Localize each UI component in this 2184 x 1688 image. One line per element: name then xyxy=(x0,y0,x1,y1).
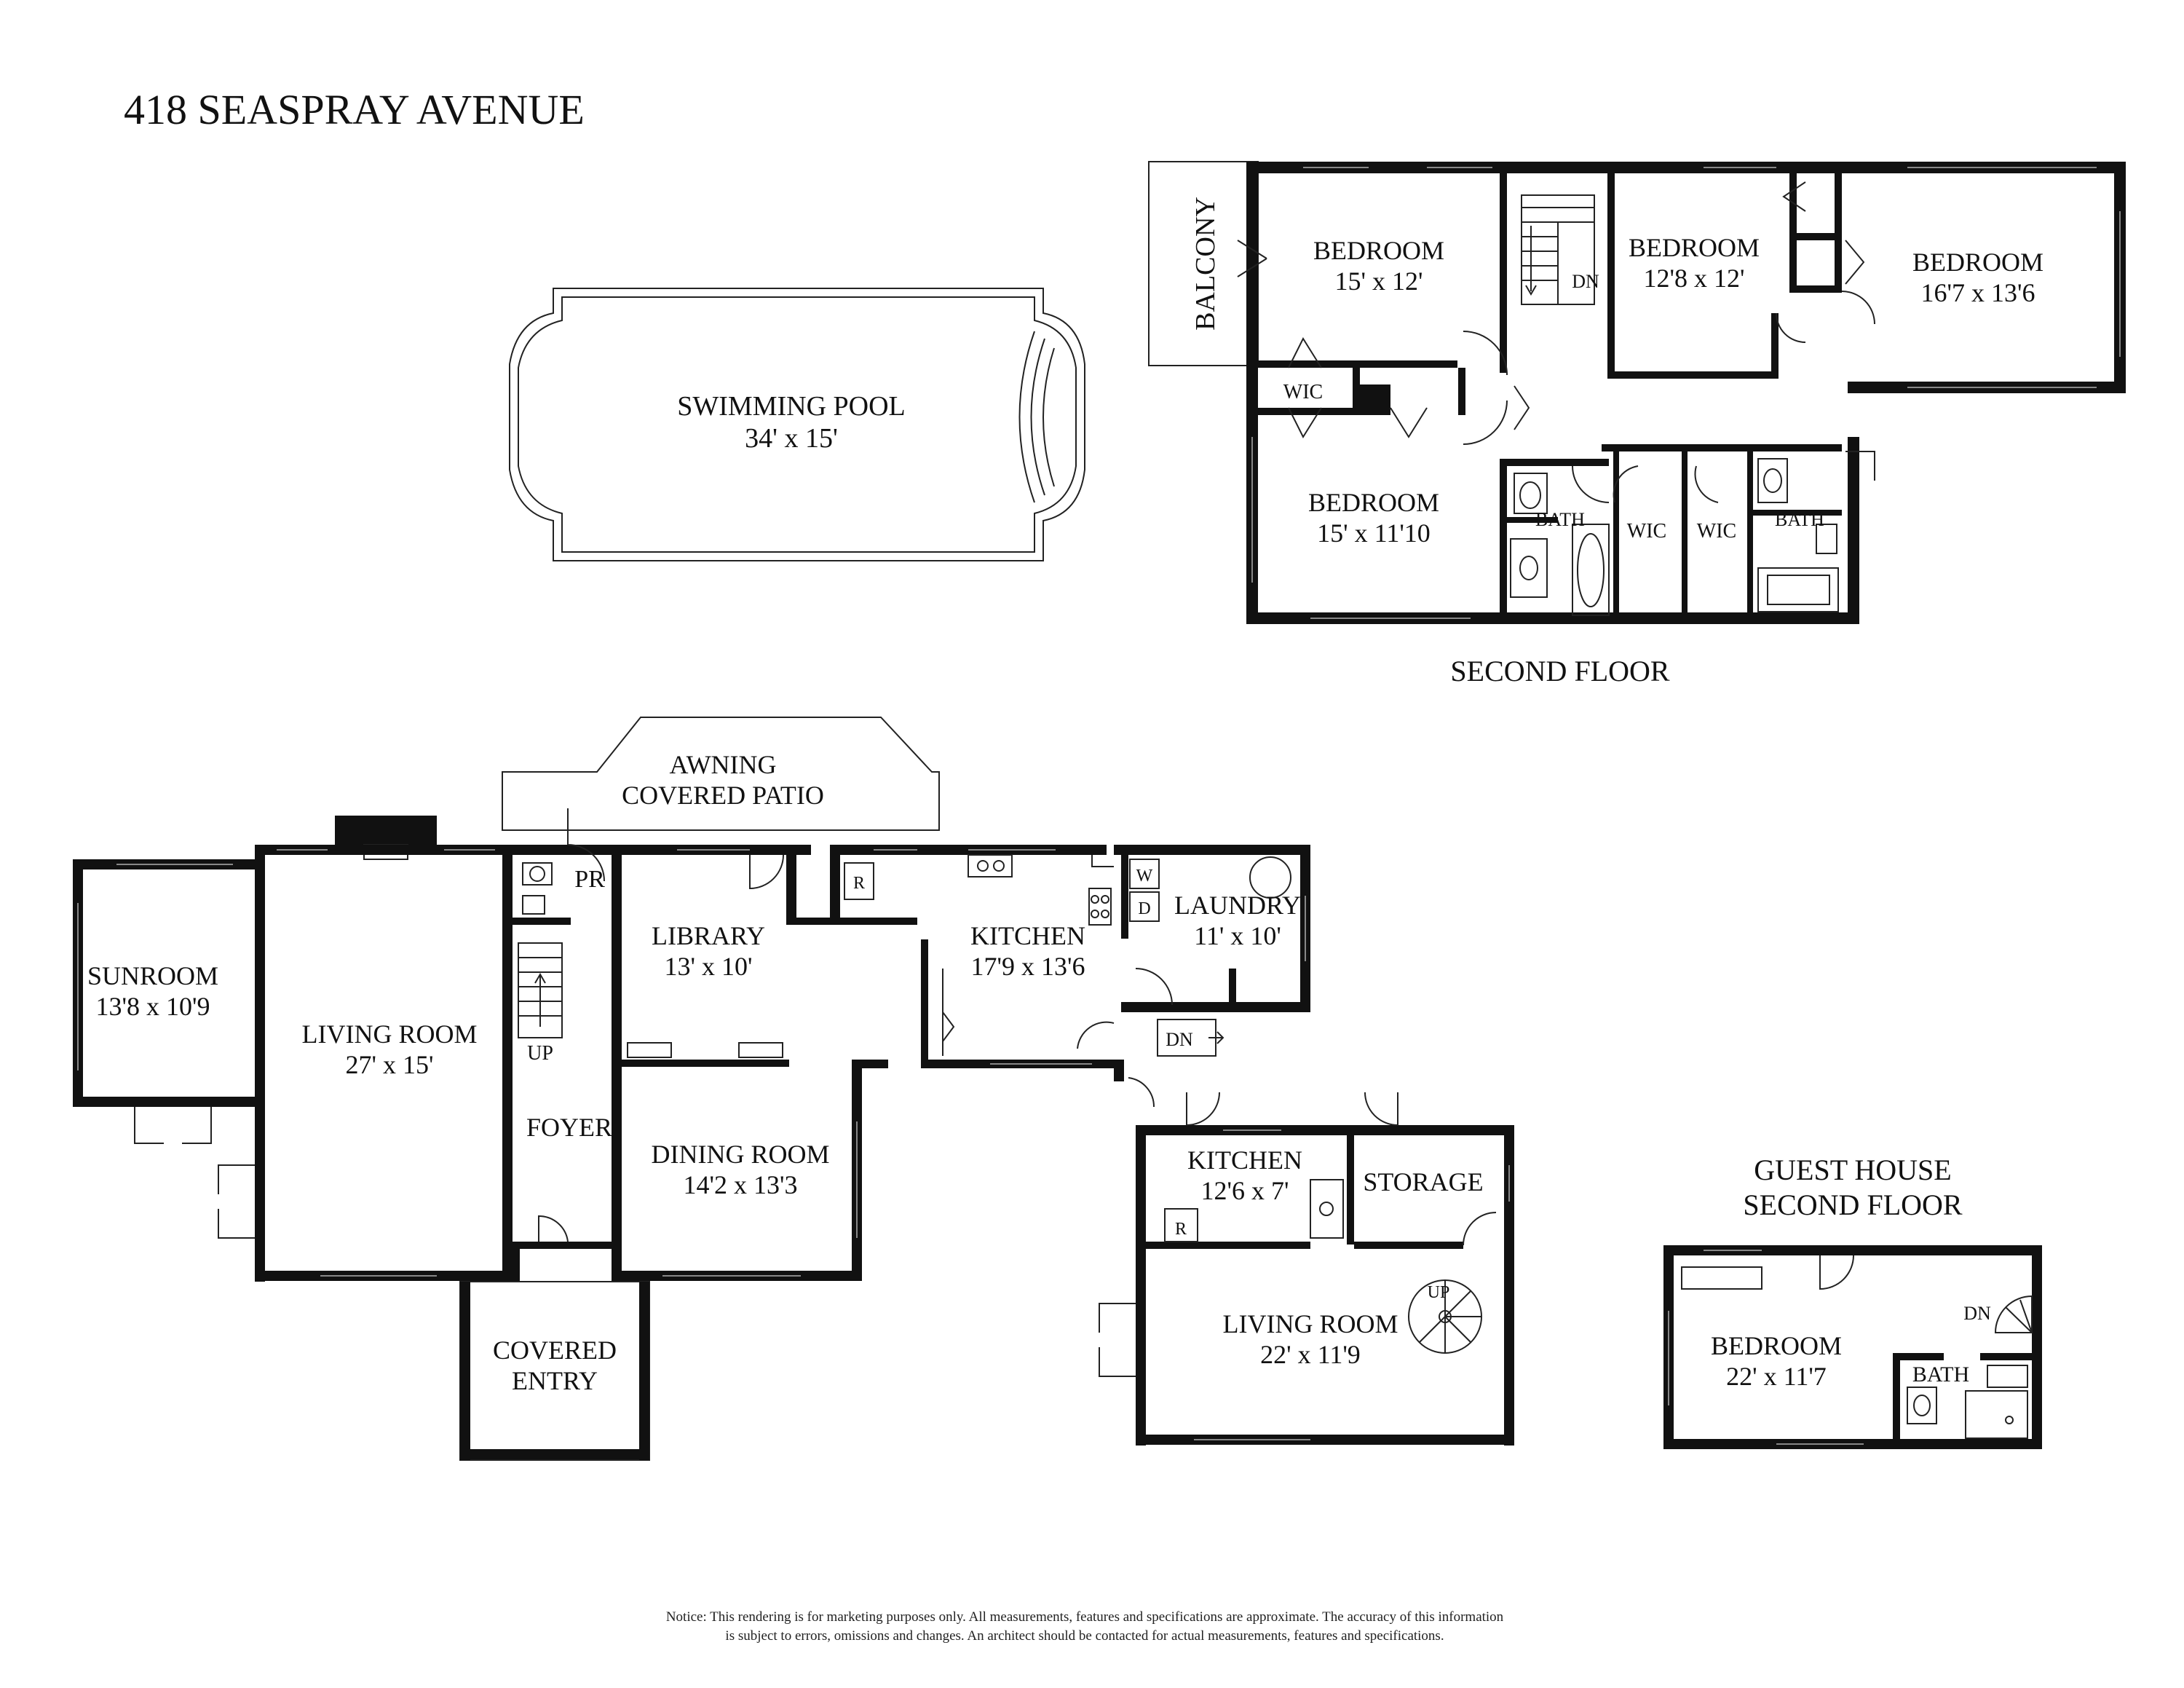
bedroom-ne-name: BEDROOM xyxy=(1912,248,2043,277)
dining-room-name: DINING ROOM xyxy=(652,1140,830,1169)
awning-label: AWNING xyxy=(669,750,776,779)
washer-label: W xyxy=(1136,867,1153,886)
guest-storage-label: STORAGE xyxy=(1363,1167,1483,1196)
property-title: 418 SEASPRAY AVENUE xyxy=(124,86,585,133)
guest-refrigerator: R xyxy=(1175,1220,1187,1239)
notice-line-2: is subject to errors, omissions and chan… xyxy=(725,1628,1444,1644)
sunroom-name: SUNROOM xyxy=(87,961,218,990)
guest-living-name: LIVING ROOM xyxy=(1223,1309,1398,1338)
covered-entry-line2: ENTRY xyxy=(512,1366,598,1395)
library-name: LIBRARY xyxy=(652,921,765,950)
bedroom-n2-name: BEDROOM xyxy=(1629,233,1760,262)
bedroom-sw-size: 15' x 11'10 xyxy=(1317,518,1431,548)
pool-name: SWIMMING POOL xyxy=(677,391,906,422)
guest-second-stair-down: DN xyxy=(1963,1303,1991,1324)
covered-entry-line1: COVERED xyxy=(493,1336,617,1365)
second-floor-stair-down: DN xyxy=(1572,271,1599,292)
bedroom-sw-name: BEDROOM xyxy=(1308,488,1439,517)
wic-2-label: WIC xyxy=(1627,520,1666,543)
guest-bath-label: BATH xyxy=(1912,1362,1969,1387)
kitchen-name: KITCHEN xyxy=(970,921,1085,950)
laundry-name: LAUNDRY xyxy=(1174,891,1301,920)
guest-house-plan: R KITCHEN 12'6 x 7' STORAGE UP LIVING RO… xyxy=(1099,1092,1514,1446)
notice-line-1: Notice: This rendering is for marketing … xyxy=(666,1609,1504,1625)
balcony-label: BALCONY xyxy=(1190,197,1221,331)
guest-kitchen-size: 12'6 x 7' xyxy=(1201,1176,1289,1205)
dining-room-size: 14'2 x 13'3 xyxy=(684,1170,798,1199)
bath-2-label: BATH xyxy=(1775,509,1824,530)
wic-3-label: WIC xyxy=(1697,520,1736,543)
guest-house-second-floor-plan: GUEST HOUSE SECOND FLOOR DN BATH BEDROOM… xyxy=(1663,1153,2042,1449)
pool-size: 34' x 15' xyxy=(745,423,838,454)
guest-bedroom-name: BEDROOM xyxy=(1711,1331,1842,1360)
second-floor-stair: DN xyxy=(1521,194,1599,305)
laundry-size: 11' x 10' xyxy=(1194,921,1281,950)
guest-second-caption-2: SECOND FLOOR xyxy=(1743,1188,1962,1221)
kitchen-size: 17'9 x 13'6 xyxy=(971,952,1085,981)
kitchen-refrigerator: R xyxy=(853,874,865,893)
guest-second-caption-1: GUEST HOUSE xyxy=(1754,1153,1952,1186)
guest-kitchen-name: KITCHEN xyxy=(1187,1145,1302,1175)
sunroom-size: 13'8 x 10'9 xyxy=(96,992,210,1021)
bedroom-nw-size: 15' x 12' xyxy=(1335,267,1423,296)
powder-room-label: PR xyxy=(574,866,605,893)
library-size: 13' x 10' xyxy=(665,952,753,981)
guest-living-size: 22' x 11'9 xyxy=(1260,1340,1361,1369)
stair-up-label: UP xyxy=(527,1042,553,1065)
covered-patio-label: COVERED PATIO xyxy=(622,781,824,810)
living-room-name: LIVING ROOM xyxy=(302,1019,478,1049)
guest-stair-up: UP xyxy=(1428,1283,1450,1302)
first-floor-plan: AWNING COVERED PATIO SUNROOM 13'8 x 10'9… xyxy=(73,717,1310,1461)
bedroom-ne-size: 16'7 x 13'6 xyxy=(1921,278,2035,307)
dryer-label: D xyxy=(1138,899,1150,918)
second-floor-caption: SECOND FLOOR xyxy=(1450,655,1669,687)
wic-1-label: WIC xyxy=(1283,381,1323,403)
second-floor-plan: BALCONY xyxy=(1148,161,2126,687)
bedroom-n2-size: 12'8 x 12' xyxy=(1644,264,1745,293)
living-room-size: 27' x 15' xyxy=(346,1050,434,1079)
stair-down-label: DN xyxy=(1166,1029,1193,1050)
bath-1-label: BATH xyxy=(1535,509,1585,530)
bedroom-nw-name: BEDROOM xyxy=(1313,236,1444,265)
swimming-pool: SWIMMING POOL 34' x 15' xyxy=(509,288,1085,561)
guest-bedroom-size: 22' x 11'7 xyxy=(1726,1362,1827,1391)
foyer-label: FOYER xyxy=(526,1113,612,1142)
